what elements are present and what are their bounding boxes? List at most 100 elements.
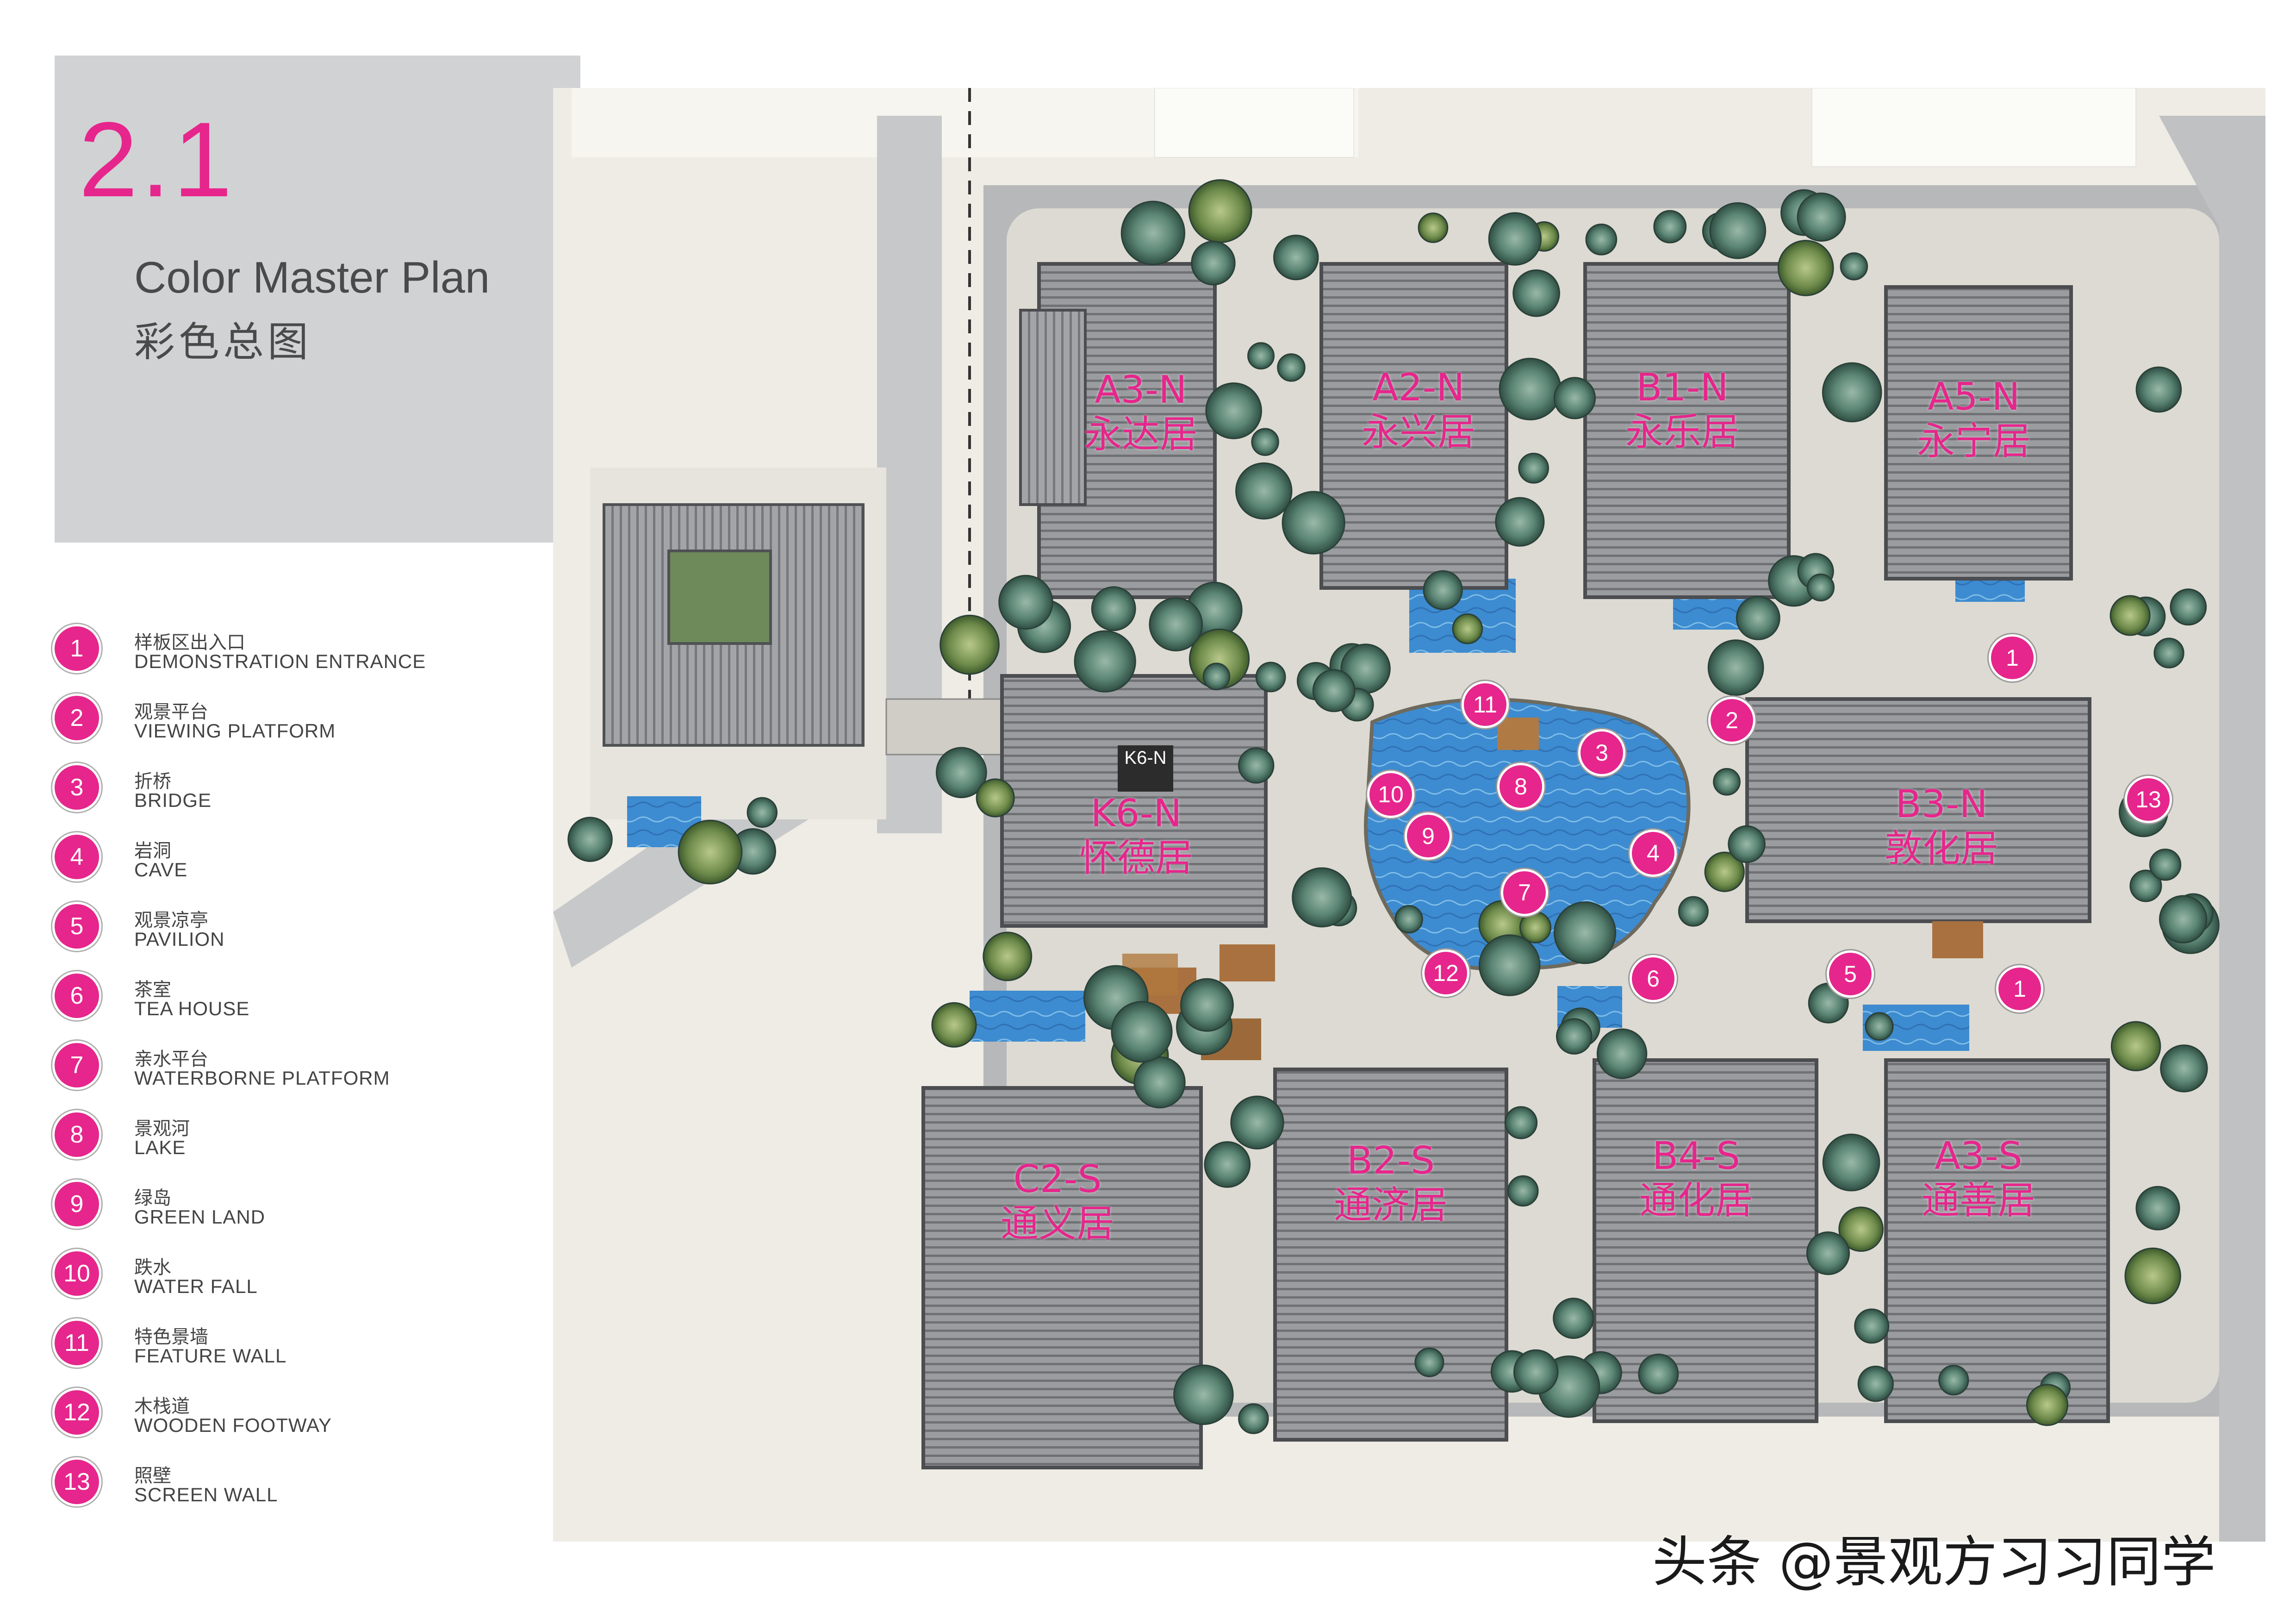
map-marker-entrance-north[interactable]: 1: [1991, 637, 2034, 679]
tree-canopy: [1133, 1056, 1186, 1109]
tree-canopy: [2153, 637, 2184, 668]
unit-label-a2n: A2-N 永兴居: [1298, 366, 1539, 455]
legend-label-en: PAVILION: [134, 928, 225, 950]
tree-canopy: [1247, 342, 1275, 370]
map-marker-entrance-south[interactable]: 1: [1998, 968, 2041, 1010]
tree-canopy: [1938, 1365, 1969, 1396]
legend-label-zh: 样板区出入口: [134, 632, 245, 653]
map-marker-cave[interactable]: 4: [1632, 832, 1674, 874]
legend-item: 8 景观河 LAKE: [55, 1109, 564, 1169]
unit-label-b1n: B1-N 永乐居: [1562, 366, 1803, 455]
unit-code: C2-S: [1013, 1157, 1102, 1201]
building-sign: K6-N: [1124, 748, 1167, 768]
unit-name: 永兴居: [1361, 410, 1475, 454]
legend-item: 11 特色景墙 FEATURE WALL: [55, 1317, 564, 1377]
tree-canopy: [1504, 1106, 1538, 1139]
map-marker-wooden-footway[interactable]: 12: [1425, 952, 1467, 994]
tree-canopy: [1585, 223, 1618, 256]
tree-canopy: [2124, 1247, 2181, 1305]
legend-label-zh: 景观河: [134, 1118, 190, 1139]
tree-canopy: [1251, 428, 1279, 456]
tree-canopy: [1238, 747, 1275, 784]
legend-label-en: WOODEN FOOTWAY: [134, 1414, 332, 1436]
tree-canopy: [1553, 377, 1596, 419]
map-marker-green-land[interactable]: 9: [1407, 815, 1450, 857]
tree-canopy: [1822, 1133, 1880, 1192]
legend-label-zh: 木栈道: [134, 1396, 190, 1417]
unit-label-k6n: K6-N 怀德居: [1016, 792, 1257, 881]
legend-item: 3 折桥 BRIDGE: [55, 762, 564, 822]
map-marker-pavilion[interactable]: 5: [1829, 953, 1872, 995]
tree-canopy: [1838, 1206, 1884, 1252]
tree-canopy: [1188, 179, 1252, 243]
tree-canopy: [2135, 366, 2182, 413]
unit-code: K6-N: [1090, 792, 1182, 836]
legend-number-badge: 12: [55, 1390, 99, 1435]
tree-canopy: [678, 819, 743, 885]
map-marker-tea-house[interactable]: 6: [1632, 957, 1674, 1000]
tree-canopy: [1205, 382, 1262, 439]
tree-canopy: [1736, 596, 1780, 640]
tree-canopy: [1707, 639, 1764, 696]
map-marker-waterborne-platform[interactable]: 7: [1503, 871, 1546, 914]
legend-label-en: GREEN LAND: [134, 1206, 266, 1228]
tree-canopy: [2135, 1186, 2180, 1230]
tree-canopy: [1865, 1012, 1894, 1041]
tree-canopy: [1414, 1347, 1444, 1377]
legend-label-en: BRIDGE: [134, 789, 212, 811]
tree-canopy: [1230, 1095, 1284, 1149]
map-marker-screen-wall[interactable]: 13: [2127, 778, 2170, 821]
tree-canopy: [1704, 851, 1745, 893]
legend-number-badge: 11: [55, 1321, 99, 1365]
map-marker-feature-wall[interactable]: 11: [1464, 683, 1506, 726]
tree-canopy: [1204, 1141, 1251, 1188]
legend-number-badge: 3: [55, 765, 99, 810]
legend-item: 12 木栈道 WOODEN FOOTWAY: [55, 1387, 564, 1447]
legend-label-zh: 茶室: [134, 979, 171, 1000]
unit-name: 通济居: [1333, 1183, 1448, 1227]
legend-item: 9 绿岛 GREEN LAND: [55, 1178, 564, 1238]
legend-number-badge: 1: [55, 626, 99, 671]
unit-code: B4-S: [1652, 1134, 1741, 1178]
tree-canopy: [1857, 1366, 1894, 1402]
tree-canopy: [567, 817, 613, 862]
legend-label-en: VIEWING PLATFORM: [134, 720, 336, 742]
legend-label-en: WATERBORNE PLATFORM: [134, 1067, 390, 1089]
legend-number-badge: 6: [55, 974, 99, 1018]
section-number: 2.1: [79, 100, 235, 219]
tree-canopy: [1312, 669, 1356, 712]
legend-label-zh: 特色景墙: [134, 1326, 208, 1348]
master-plan-map: A3-N 永达居 A2-N 永兴居 B1-N 永乐居 A5-N 永宁居 K6-N…: [553, 88, 2265, 1542]
tree-canopy: [747, 797, 778, 828]
tree-canopy: [1678, 896, 1709, 927]
tree-canopy: [1797, 192, 1846, 242]
tree-canopy: [1777, 240, 1834, 296]
legend-number-badge: 8: [55, 1112, 99, 1157]
tree-canopy: [1488, 212, 1542, 266]
tree-canopy: [976, 778, 1015, 818]
tree-canopy: [1709, 202, 1767, 259]
map-marker-water-fall[interactable]: 10: [1369, 773, 1412, 816]
map-marker-lake[interactable]: 8: [1500, 765, 1542, 808]
tree-canopy: [1091, 586, 1136, 631]
tree-canopy: [1235, 462, 1293, 520]
legend-number-badge: 7: [55, 1043, 99, 1087]
map-marker-bridge[interactable]: 3: [1580, 731, 1623, 774]
unit-label-b4s: B4-S 通化居: [1576, 1134, 1817, 1223]
tree-canopy: [1512, 269, 1560, 317]
unit-label-b3n: B3-N 敦化居: [1821, 782, 2062, 871]
map-marker-viewing-platform[interactable]: 2: [1711, 699, 1753, 742]
legend-label-zh: 岩洞: [134, 840, 171, 862]
legend-label-en: TEA HOUSE: [134, 998, 250, 1019]
tree-canopy: [1806, 1231, 1850, 1275]
tree-canopy: [1556, 1018, 1593, 1055]
tree-canopy: [1418, 212, 1449, 243]
tree-canopy: [998, 575, 1053, 630]
watermark: 头条 @景观方习习同学: [1652, 1530, 2216, 1594]
tree-canopy: [2129, 869, 2162, 902]
tree-canopy: [1854, 1308, 1890, 1344]
unit-name: 永乐居: [1625, 410, 1739, 454]
title-card: [55, 56, 580, 543]
tree-canopy: [1255, 662, 1286, 693]
unit-name: 怀德居: [1079, 836, 1193, 880]
